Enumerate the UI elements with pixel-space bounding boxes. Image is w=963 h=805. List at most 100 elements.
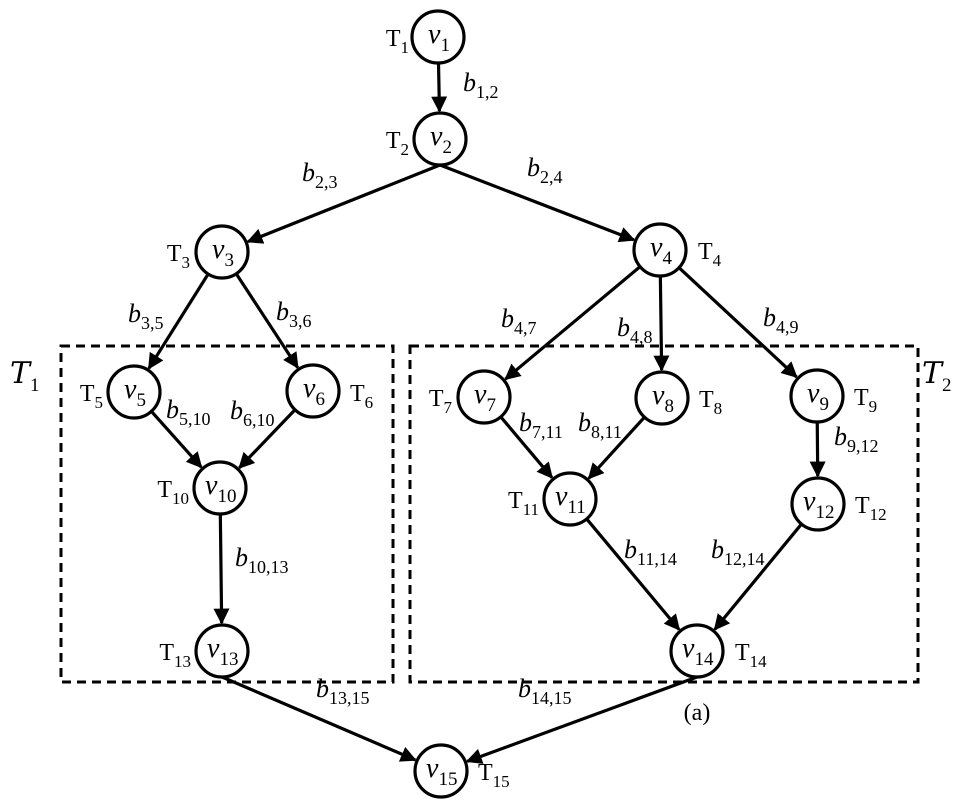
edge-label-5-10: b5,10 [166, 395, 211, 429]
node-label-v12: v12 [803, 486, 834, 523]
task-label-t14: T14 [735, 640, 767, 671]
node-label-v6: v6 [303, 373, 325, 410]
nodes-layer: v1 v2 v3 v4 v5 v6 v7 v8 v9 v10 v11 v12 v13 v14 v15 [106, 9, 846, 799]
edge-label-8-11: b8,11 [578, 408, 622, 442]
edge-label-12-14: b12,14 [711, 535, 765, 569]
group-box-1 [59, 344, 395, 684]
task-label-t6: T6 [350, 381, 373, 412]
edge-label-4-8: b4,8 [617, 313, 653, 347]
edge-3-6 [234, 272, 300, 369]
node-circle-13 [194, 623, 250, 679]
node-v6: v6 [285, 363, 341, 419]
task-label-t7: T7 [429, 386, 453, 417]
edge-label-13-15: b13,15 [316, 674, 370, 708]
node-v7: v7 [456, 369, 512, 425]
edge-7-11 [499, 415, 554, 479]
node-circle-8 [634, 370, 690, 426]
edge-label-7-11: b7,11 [519, 408, 563, 442]
edge-4-9 [677, 266, 798, 379]
node-label-v7: v7 [474, 379, 496, 416]
node-label-v3: v3 [212, 234, 234, 271]
edge-14-15 [465, 675, 698, 764]
node-circle-7 [456, 369, 512, 425]
group-box-2 [408, 344, 920, 684]
edges-layer [147, 62, 826, 764]
task-label-t3: T3 [167, 241, 190, 272]
task-label-t5: T5 [80, 381, 103, 412]
node-circle-10 [192, 460, 248, 516]
node-circle-12 [790, 476, 846, 532]
node-circle-14 [669, 623, 725, 679]
edge-6-10 [238, 408, 297, 469]
task-label-t11: T11 [508, 488, 539, 519]
task-label-t12: T12 [855, 493, 887, 524]
node-v12: v12 [790, 476, 846, 532]
edge-11-14 [585, 517, 681, 631]
node-label-v15: v15 [426, 753, 457, 790]
node-label-v1: v1 [428, 19, 450, 56]
edge-2-3 [246, 163, 441, 244]
edge-label-9-12: b9,12 [834, 422, 879, 456]
edge-label-6-10: b6,10 [230, 396, 275, 430]
node-v10: v10 [192, 460, 248, 516]
node-label-v13: v13 [207, 633, 238, 670]
node-circle-11 [542, 471, 598, 527]
node-v3: v3 [194, 224, 250, 280]
node-v8: v8 [634, 370, 690, 426]
edge-12-14 [713, 523, 803, 631]
node-label-v14: v14 [682, 633, 714, 670]
node-v5: v5 [106, 364, 162, 420]
node-circle-1 [410, 9, 466, 65]
edge-label-3-5: b3,5 [128, 299, 164, 333]
task-label-t4: T4 [698, 239, 722, 270]
figure-caption: (a) [684, 700, 711, 726]
edge-13-15 [221, 675, 417, 762]
edge-4-8 [653, 275, 670, 372]
edge-3-5 [147, 273, 210, 370]
node-label-v8: v8 [652, 380, 674, 417]
node-label-v11: v11 [555, 481, 586, 518]
node-circle-2 [412, 111, 468, 167]
task-label-t8: T8 [699, 387, 722, 418]
node-circle-6 [285, 363, 341, 419]
edge-label-4-7: b4,7 [501, 304, 537, 338]
edge-8-11 [587, 416, 646, 480]
task-label-t9: T9 [854, 385, 877, 416]
node-v14: v14 [669, 623, 725, 679]
node-v1: v1 [410, 9, 466, 65]
node-v9: v9 [789, 368, 845, 424]
node-label-v4: v4 [650, 232, 672, 269]
edge-9-12 [809, 421, 826, 478]
node-circle-4 [632, 222, 688, 278]
node-label-v2: v2 [430, 121, 452, 158]
edge-label-2-4: b2,4 [527, 153, 563, 187]
task-label-t15: T15 [478, 760, 510, 791]
edge-5-10 [150, 410, 203, 469]
edge-label-10-13: b10,13 [235, 543, 289, 577]
task-label-t13: T13 [159, 640, 191, 671]
edge-label-14-15: b14,15 [518, 674, 572, 708]
node-label-v9: v9 [807, 378, 829, 415]
node-circle-9 [789, 368, 845, 424]
edge-label-1-2: b1,2 [463, 68, 499, 102]
node-circle-15 [413, 743, 469, 799]
node-v2: v2 [412, 111, 468, 167]
task-label-t2: T2 [386, 128, 409, 159]
node-v11: v11 [542, 471, 598, 527]
task-label-t10: T10 [157, 477, 189, 508]
node-v4: v4 [632, 222, 688, 278]
node-label-v5: v5 [124, 374, 146, 411]
node-v13: v13 [194, 623, 250, 679]
node-label-v10: v10 [205, 470, 236, 507]
edge-label-2-3: b2,3 [302, 158, 338, 192]
node-v15: v15 [413, 743, 469, 799]
edge-label-11-14: b11,14 [624, 535, 677, 569]
node-circle-5 [106, 364, 162, 420]
edge-label-4-9: b4,9 [763, 303, 799, 337]
edge-1-2 [431, 62, 448, 113]
group-label-1: T1 [10, 356, 40, 396]
task-label-t1: T1 [386, 26, 409, 57]
